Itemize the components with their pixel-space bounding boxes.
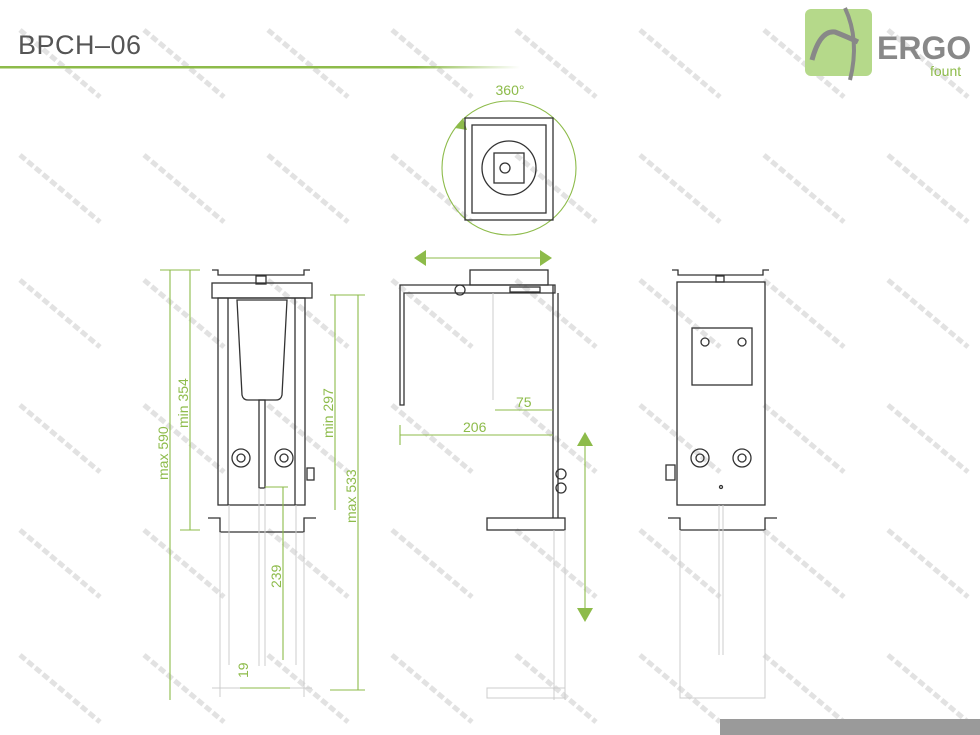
watermark-mark xyxy=(142,278,226,349)
dim-min-297: min 297 xyxy=(320,388,336,438)
logo-brand: ERGO xyxy=(877,30,971,66)
dim-239: 239 xyxy=(268,564,284,588)
top-view: 360° xyxy=(441,82,577,236)
watermark-mark xyxy=(18,153,102,224)
watermark-mark xyxy=(886,153,970,224)
watermark-mark xyxy=(266,528,350,599)
watermark-mark xyxy=(886,278,970,349)
watermark-layer xyxy=(18,28,970,724)
watermark-mark xyxy=(514,278,598,349)
watermark-mark xyxy=(886,653,970,724)
watermark-mark xyxy=(266,278,350,349)
watermark-mark xyxy=(142,28,226,99)
rotation-label: 360° xyxy=(496,82,525,98)
dim-max-533: max 533 xyxy=(343,469,359,523)
watermark-mark xyxy=(18,278,102,349)
side-view: 75 206 xyxy=(399,250,593,700)
watermark-mark xyxy=(514,153,598,224)
ergofount-logo: ERGO fount xyxy=(805,7,971,81)
watermark-mark xyxy=(514,403,598,474)
watermark-mark xyxy=(886,528,970,599)
watermark-mark xyxy=(142,153,226,224)
footer-bar xyxy=(720,719,980,735)
dim-19: 19 xyxy=(235,662,251,678)
dim-75: 75 xyxy=(516,394,532,410)
watermark-mark xyxy=(638,28,722,99)
watermark-mark xyxy=(266,403,350,474)
watermark-mark xyxy=(390,28,474,99)
watermark-mark xyxy=(390,653,474,724)
watermark-mark xyxy=(762,28,846,99)
watermark-mark xyxy=(142,528,226,599)
page-title: BPCH–06 xyxy=(18,30,142,60)
watermark-mark xyxy=(142,653,226,724)
front-view: max 590 min 354 min 297 max 533 239 19 xyxy=(155,269,365,700)
watermark-mark xyxy=(390,278,474,349)
watermark-mark xyxy=(638,153,722,224)
watermark-mark xyxy=(514,528,598,599)
watermark-mark xyxy=(762,653,846,724)
dim-max-590: max 590 xyxy=(155,426,171,480)
watermark-mark xyxy=(266,153,350,224)
watermark-mark xyxy=(390,153,474,224)
title-underline xyxy=(0,66,520,69)
watermark-mark xyxy=(762,528,846,599)
watermark-mark xyxy=(762,403,846,474)
watermark-mark xyxy=(390,528,474,599)
watermark-mark xyxy=(18,653,102,724)
watermark-mark xyxy=(886,28,970,99)
watermark-mark xyxy=(638,403,722,474)
watermark-mark xyxy=(18,528,102,599)
rotation-arrow-icon xyxy=(455,118,467,130)
watermark-mark xyxy=(886,403,970,474)
watermark-mark xyxy=(18,403,102,474)
watermark-mark xyxy=(762,278,846,349)
watermark-mark xyxy=(390,403,474,474)
dim-206: 206 xyxy=(463,419,487,435)
back-view xyxy=(665,269,777,699)
watermark-mark xyxy=(638,278,722,349)
logo-sub: fount xyxy=(930,63,961,79)
watermark-mark xyxy=(762,153,846,224)
watermark-mark xyxy=(18,28,102,99)
watermark-mark xyxy=(266,28,350,99)
dim-min-354: min 354 xyxy=(175,378,191,428)
watermark-mark xyxy=(514,28,598,99)
watermark-mark xyxy=(142,403,226,474)
